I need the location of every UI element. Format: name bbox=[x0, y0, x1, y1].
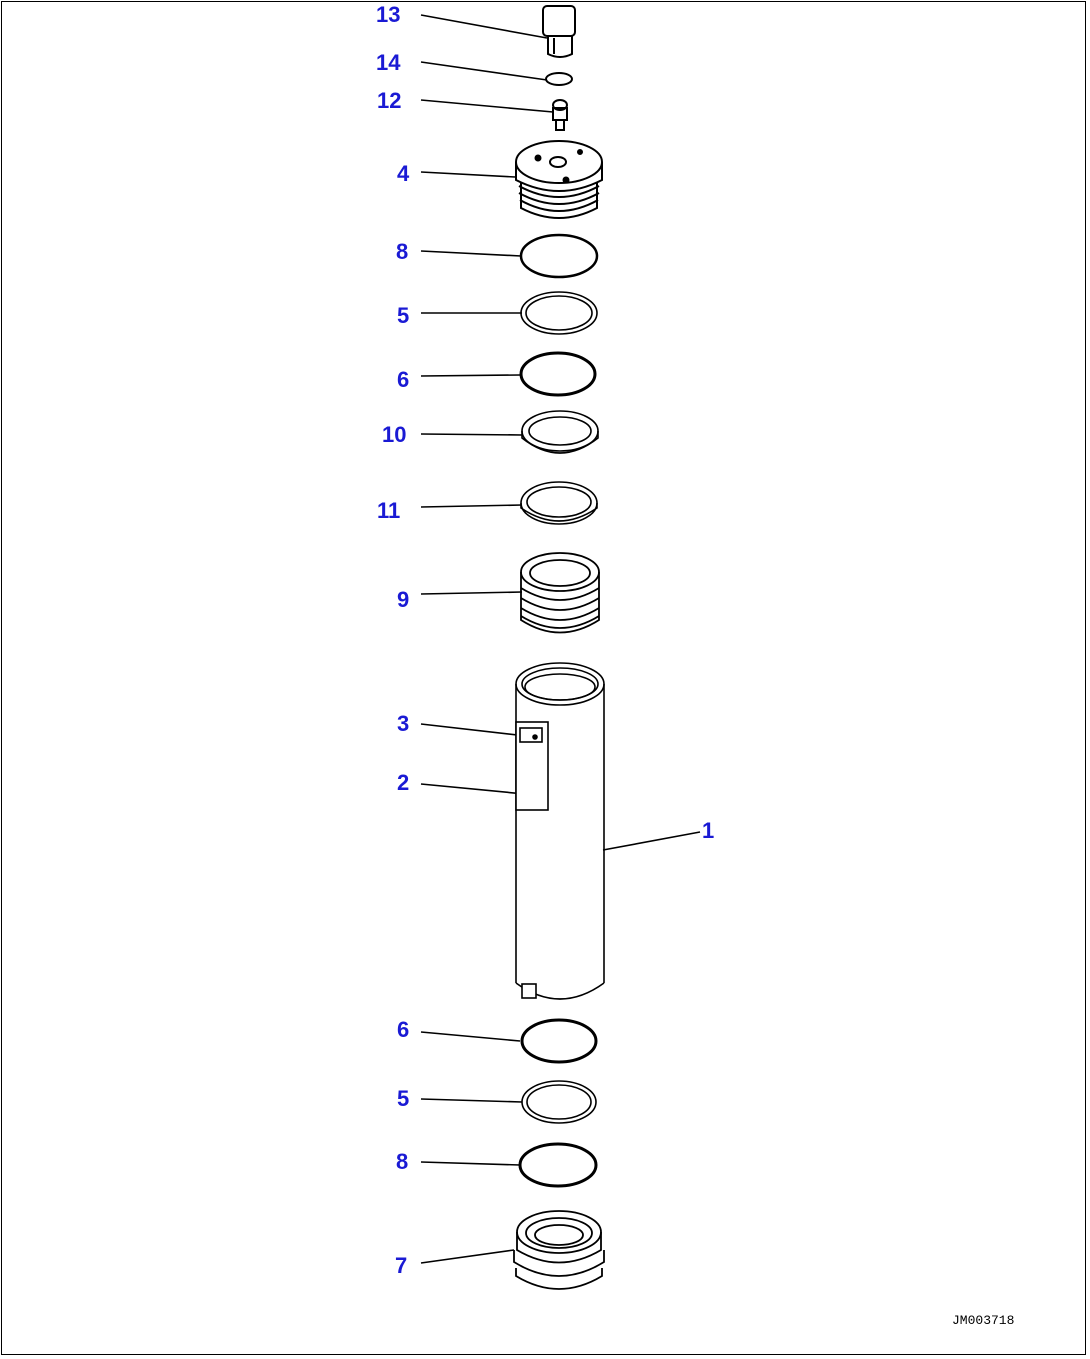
callout-5: 5 bbox=[397, 303, 410, 328]
part-5-ring-lower bbox=[521, 1080, 597, 1124]
callout-6-lower: 6 bbox=[397, 1017, 410, 1042]
callout-7: 7 bbox=[395, 1253, 408, 1278]
part-11-ring bbox=[520, 481, 598, 525]
part-5-ring bbox=[520, 291, 598, 335]
part-14-washer bbox=[545, 72, 573, 86]
part-12-fitting bbox=[552, 99, 568, 131]
callout-4: 4 bbox=[397, 161, 410, 186]
part-6-oring bbox=[519, 351, 597, 397]
part-9-piston bbox=[520, 552, 600, 634]
part-4-cap bbox=[515, 140, 603, 219]
callout-14: 14 bbox=[376, 50, 401, 75]
part-7-gland bbox=[513, 1210, 605, 1290]
part-1-tube bbox=[515, 662, 605, 1000]
callout-10: 10 bbox=[382, 422, 407, 447]
callout-3: 3 bbox=[397, 711, 410, 736]
callout-12: 12 bbox=[377, 88, 402, 113]
callout-2: 2 bbox=[397, 770, 410, 795]
part-6-oring-lower bbox=[520, 1018, 598, 1064]
callout-9: 9 bbox=[397, 587, 410, 612]
callout-8-lower: 8 bbox=[396, 1149, 409, 1174]
part-8-oring bbox=[519, 233, 599, 279]
callout-5-lower: 5 bbox=[397, 1086, 410, 1111]
callout-1: 1 bbox=[702, 818, 715, 843]
part-8-oring-lower bbox=[518, 1142, 598, 1188]
callout-13: 13 bbox=[376, 2, 401, 27]
callout-11: 11 bbox=[377, 498, 401, 523]
callout-8: 8 bbox=[396, 239, 409, 264]
leader-lines bbox=[420, 14, 701, 1264]
part-10-ring bbox=[521, 410, 599, 454]
callout-6: 6 bbox=[397, 367, 410, 392]
drawing-number: JM003718 bbox=[952, 1313, 1015, 1328]
part-13-bolt bbox=[542, 5, 576, 58]
